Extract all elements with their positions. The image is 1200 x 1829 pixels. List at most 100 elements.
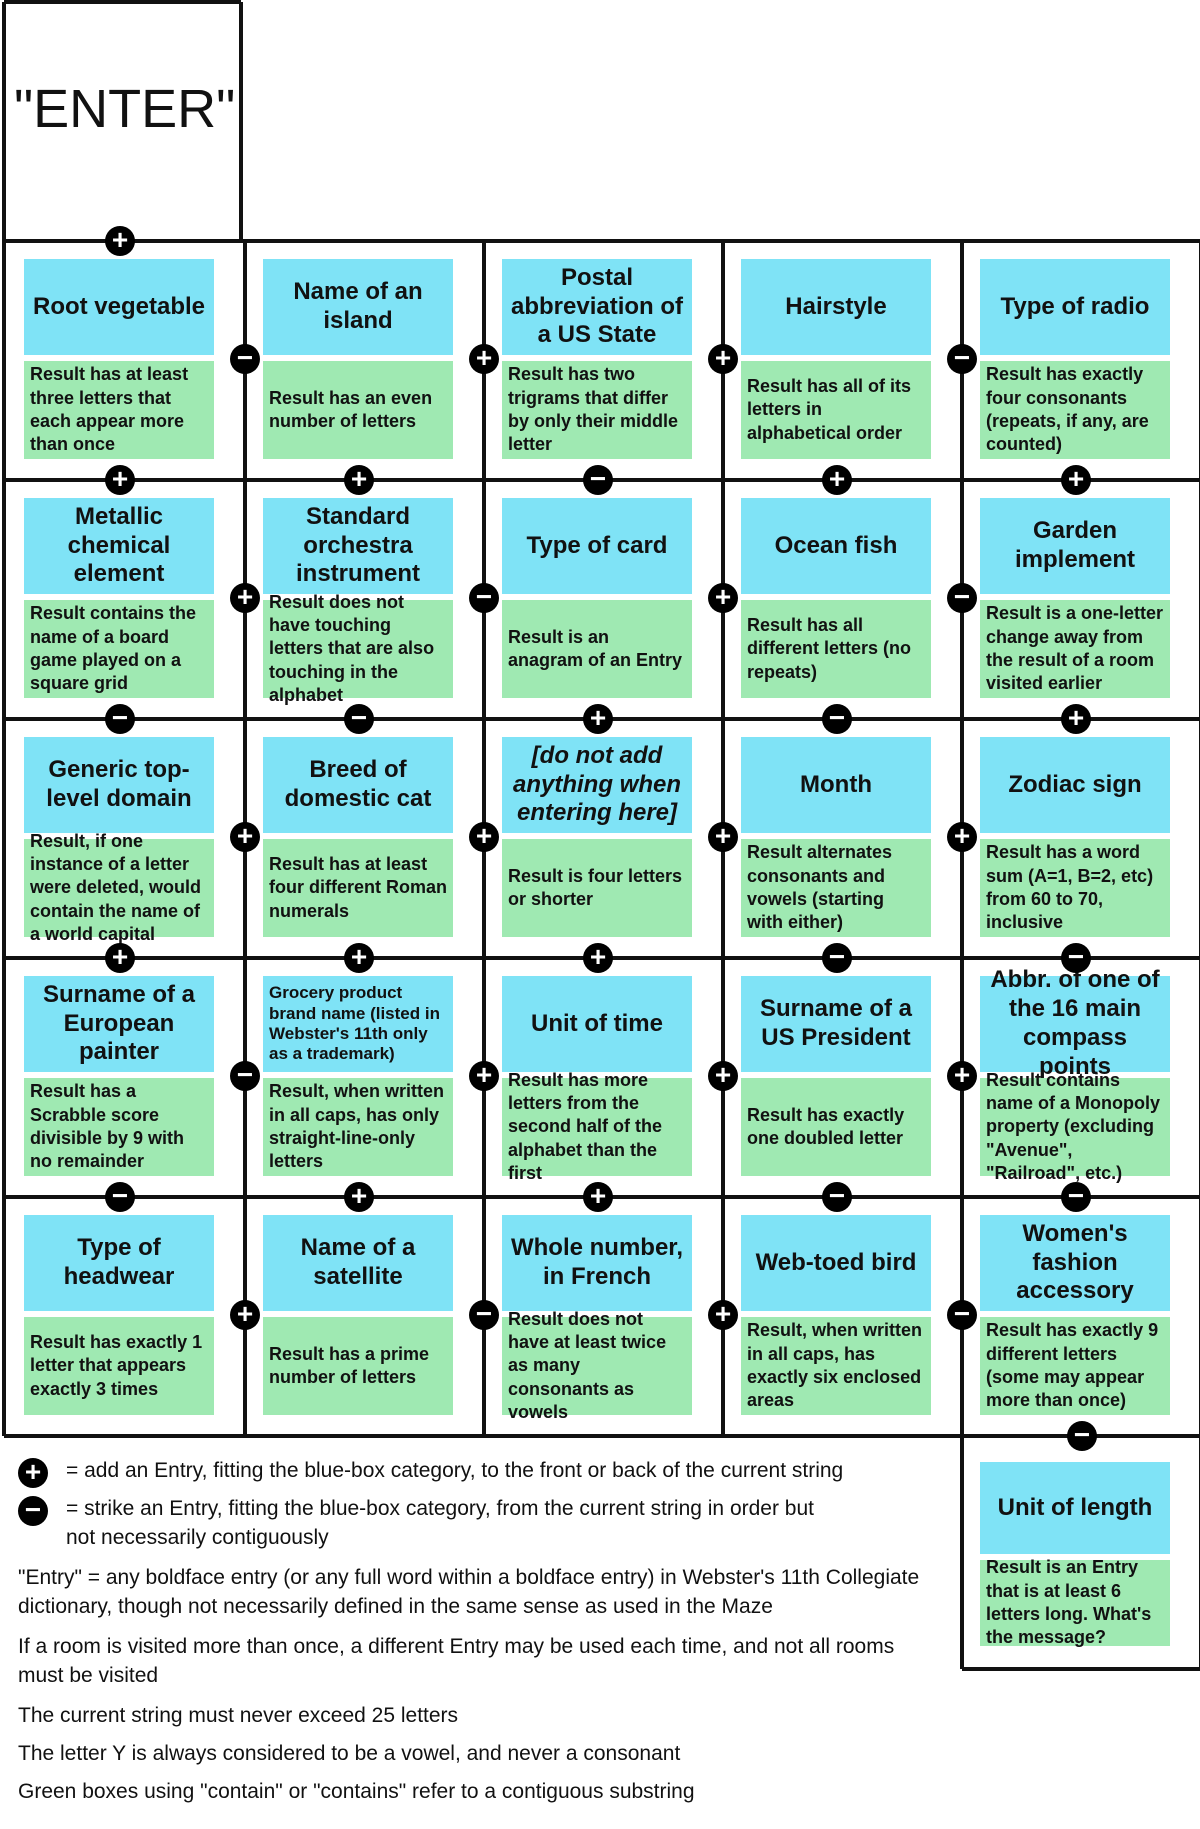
rule-box: Result contains name of a Monopoly prope… xyxy=(980,1070,1170,1183)
plus-door-icon[interactable]: + xyxy=(469,344,499,374)
minus-door-icon[interactable]: − xyxy=(230,1061,260,1091)
rule-box: Result is an Entry that is at least 6 le… xyxy=(980,1557,1170,1647)
start-room[interactable]: "ENTER" xyxy=(0,0,241,241)
category-box: Surname of a US President xyxy=(741,976,931,1072)
category-text: Surname of a US President xyxy=(759,995,913,1051)
plus-door-icon[interactable]: + xyxy=(708,1300,738,1330)
minus-door-icon[interactable]: − xyxy=(105,1182,135,1212)
plus-door-icon[interactable]: + xyxy=(1061,465,1091,495)
minus-door-icon[interactable]: − xyxy=(822,704,852,734)
category-text: Web-toed bird xyxy=(755,1248,917,1276)
minus-door-icon[interactable]: − xyxy=(1067,1421,1097,1451)
room-r4-c2[interactable]: Grocery product brand name (listed in We… xyxy=(245,958,484,1197)
rule-box: Result has exactly 9 different letters (… xyxy=(980,1317,1170,1415)
category-box: Month xyxy=(741,737,931,833)
plus-door-icon[interactable]: + xyxy=(344,1182,374,1212)
category-box: Hairstyle xyxy=(741,259,931,355)
plus-door-icon[interactable]: + xyxy=(708,822,738,852)
rule-box: Result has all different letters (no rep… xyxy=(741,600,931,698)
minus-door-icon[interactable]: − xyxy=(822,1182,852,1212)
plus-door-icon[interactable]: + xyxy=(1061,704,1091,734)
minus-door-icon[interactable]: − xyxy=(1061,943,1091,973)
plus-door-icon[interactable]: + xyxy=(344,943,374,973)
minus-door-icon[interactable]: − xyxy=(583,465,613,495)
plus-door-icon[interactable]: + xyxy=(344,465,374,495)
plus-door-icon[interactable]: + xyxy=(583,704,613,734)
minus-door-icon[interactable]: − xyxy=(469,583,499,613)
plus-door-icon[interactable]: + xyxy=(583,943,613,973)
category-box: Garden implement xyxy=(980,498,1170,594)
plus-door-icon[interactable]: + xyxy=(105,943,135,973)
category-text: Whole number, in French xyxy=(510,1234,683,1290)
minus-door-icon[interactable]: − xyxy=(469,1300,499,1330)
minus-door-icon[interactable]: − xyxy=(1061,1182,1091,1212)
category-text: Generic top-level domain xyxy=(46,756,192,812)
category-text: Name of an island xyxy=(293,278,423,334)
plus-door-icon[interactable]: + xyxy=(708,1061,738,1091)
plus-door-icon[interactable]: + xyxy=(947,822,977,852)
room-r4-c5[interactable]: Abbr. of one of the 16 main compass poin… xyxy=(962,958,1200,1197)
plus-door-icon[interactable]: + xyxy=(583,1182,613,1212)
minus-door-icon[interactable]: − xyxy=(947,583,977,613)
plus-door-icon[interactable]: + xyxy=(105,465,135,495)
plus-door-icon[interactable]: + xyxy=(105,226,135,256)
category-text: Month xyxy=(800,770,872,798)
category-text: Ocean fish xyxy=(774,531,898,559)
plus-door-icon[interactable]: + xyxy=(469,1061,499,1091)
rule-box: Result has a Scrabble score divisible by… xyxy=(24,1078,214,1176)
rule-box: Result is an anagram of an Entry xyxy=(502,600,692,698)
plus-door-icon[interactable]: + xyxy=(708,344,738,374)
door-h-r4-c4: + xyxy=(953,1059,971,1090)
category-text: Grocery product brand name (listed in We… xyxy=(269,983,440,1064)
plus-door-icon[interactable]: + xyxy=(947,1061,977,1091)
category-box: Web-toed bird xyxy=(741,1215,931,1311)
minus-door-icon[interactable]: − xyxy=(344,704,374,734)
door-h-r3-c4: + xyxy=(953,820,971,851)
rule-text: Result has a prime number of letters xyxy=(269,1343,430,1387)
minus-door-icon[interactable]: − xyxy=(230,344,260,374)
door-h-r5-c1: + xyxy=(236,1298,254,1329)
minus-door-icon[interactable]: − xyxy=(822,943,852,973)
plus-door-icon[interactable]: + xyxy=(230,1300,260,1330)
rule-box: Result alternates consonants and vowels … xyxy=(741,839,931,937)
category-box: Unit of time xyxy=(502,976,692,1072)
rule-text: Result has all different letters (no rep… xyxy=(747,614,912,682)
minus-door-icon[interactable]: − xyxy=(947,344,977,374)
plus-door-icon[interactable]: + xyxy=(230,583,260,613)
door-v-r3-c1: + xyxy=(111,941,129,972)
minus-door-icon[interactable]: − xyxy=(105,704,135,734)
room-r3-c3[interactable]: [do not add anything when entering here]… xyxy=(484,719,723,958)
category-box: Type of headwear xyxy=(24,1215,214,1311)
plus-door-icon[interactable]: + xyxy=(230,822,260,852)
category-box: Grocery product brand name (listed in We… xyxy=(263,976,453,1072)
plus-door-icon[interactable]: + xyxy=(822,465,852,495)
minus-door-icon[interactable]: − xyxy=(947,1300,977,1330)
plus-door-icon[interactable]: + xyxy=(469,822,499,852)
rule-text: Result has more letters from the second … xyxy=(508,1069,663,1184)
plus-door-icon[interactable]: + xyxy=(708,583,738,613)
